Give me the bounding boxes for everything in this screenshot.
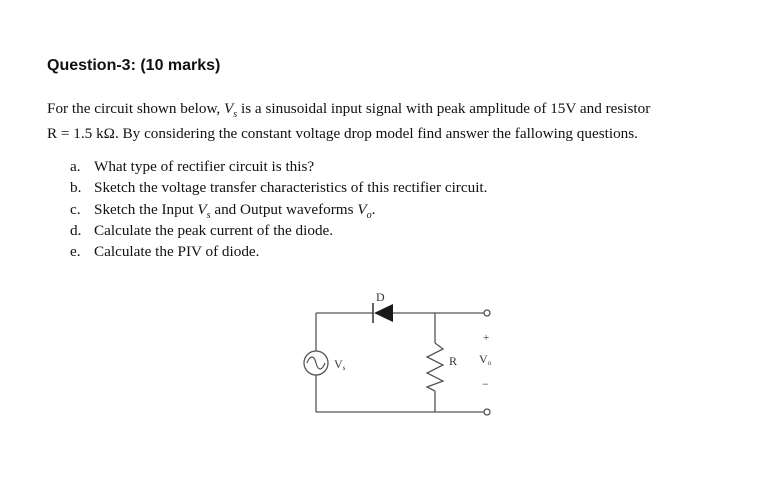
output-terminal-negative bbox=[483, 408, 491, 416]
list-item-text: Calculate the peak current of the diode. bbox=[94, 221, 334, 239]
list-item-text: Sketch the voltage transfer characterist… bbox=[94, 179, 488, 197]
list-item: a. What type of rectifier circuit is this… bbox=[70, 156, 487, 177]
diode-icon bbox=[372, 303, 393, 323]
question-title: Question-3: (10 marks) bbox=[47, 57, 221, 74]
minus-sign: − bbox=[482, 377, 489, 391]
question-intro: For the circuit shown below, Vs is a sin… bbox=[47, 99, 737, 143]
intro-text: For the circuit shown below, bbox=[47, 100, 225, 117]
output-terminal-positive bbox=[483, 309, 491, 317]
vo-symbol: Vo bbox=[357, 200, 372, 221]
intro-line-2: R = 1.5 kΩ. By considering the constant … bbox=[47, 125, 638, 143]
resistor-label: R bbox=[449, 354, 457, 368]
list-item-text: and Output waveforms bbox=[210, 200, 358, 218]
vs-symbol: Vs bbox=[197, 200, 211, 221]
vs-symbol: Vs bbox=[224, 100, 238, 121]
resistor-icon bbox=[425, 342, 445, 392]
output-label: Vo bbox=[479, 352, 492, 367]
list-marker: c. bbox=[70, 200, 81, 218]
list-marker: e. bbox=[70, 243, 81, 261]
list-item: d. Calculate the peak current of the diod… bbox=[70, 220, 487, 241]
list-item: e. Calculate the PIV of diode. bbox=[70, 241, 487, 262]
question-parts-list: a. What type of rectifier circuit is this… bbox=[70, 156, 487, 262]
list-marker: a. bbox=[70, 158, 81, 175]
ac-source-icon bbox=[303, 350, 329, 376]
diode-label: D bbox=[376, 290, 385, 304]
intro-text: is a sinusoidal input signal with peak a… bbox=[237, 100, 651, 117]
list-item: b. Sketch the voltage transfer characteri… bbox=[70, 177, 487, 198]
list-marker: d. bbox=[70, 221, 82, 239]
intro-line-1: For the circuit shown below, Vs is a sin… bbox=[47, 99, 737, 124]
list-item-text: Calculate the PIV of diode. bbox=[94, 243, 260, 261]
source-label: Vs bbox=[334, 357, 346, 372]
plus-sign: + bbox=[483, 332, 489, 344]
list-item-text: Sketch the Input bbox=[94, 200, 198, 218]
list-marker: b. bbox=[70, 179, 82, 197]
list-item-text: What type of rectifier circuit is this? bbox=[94, 158, 315, 175]
list-item: c. Sketch the Input Vs and Output wavefor… bbox=[70, 200, 376, 221]
